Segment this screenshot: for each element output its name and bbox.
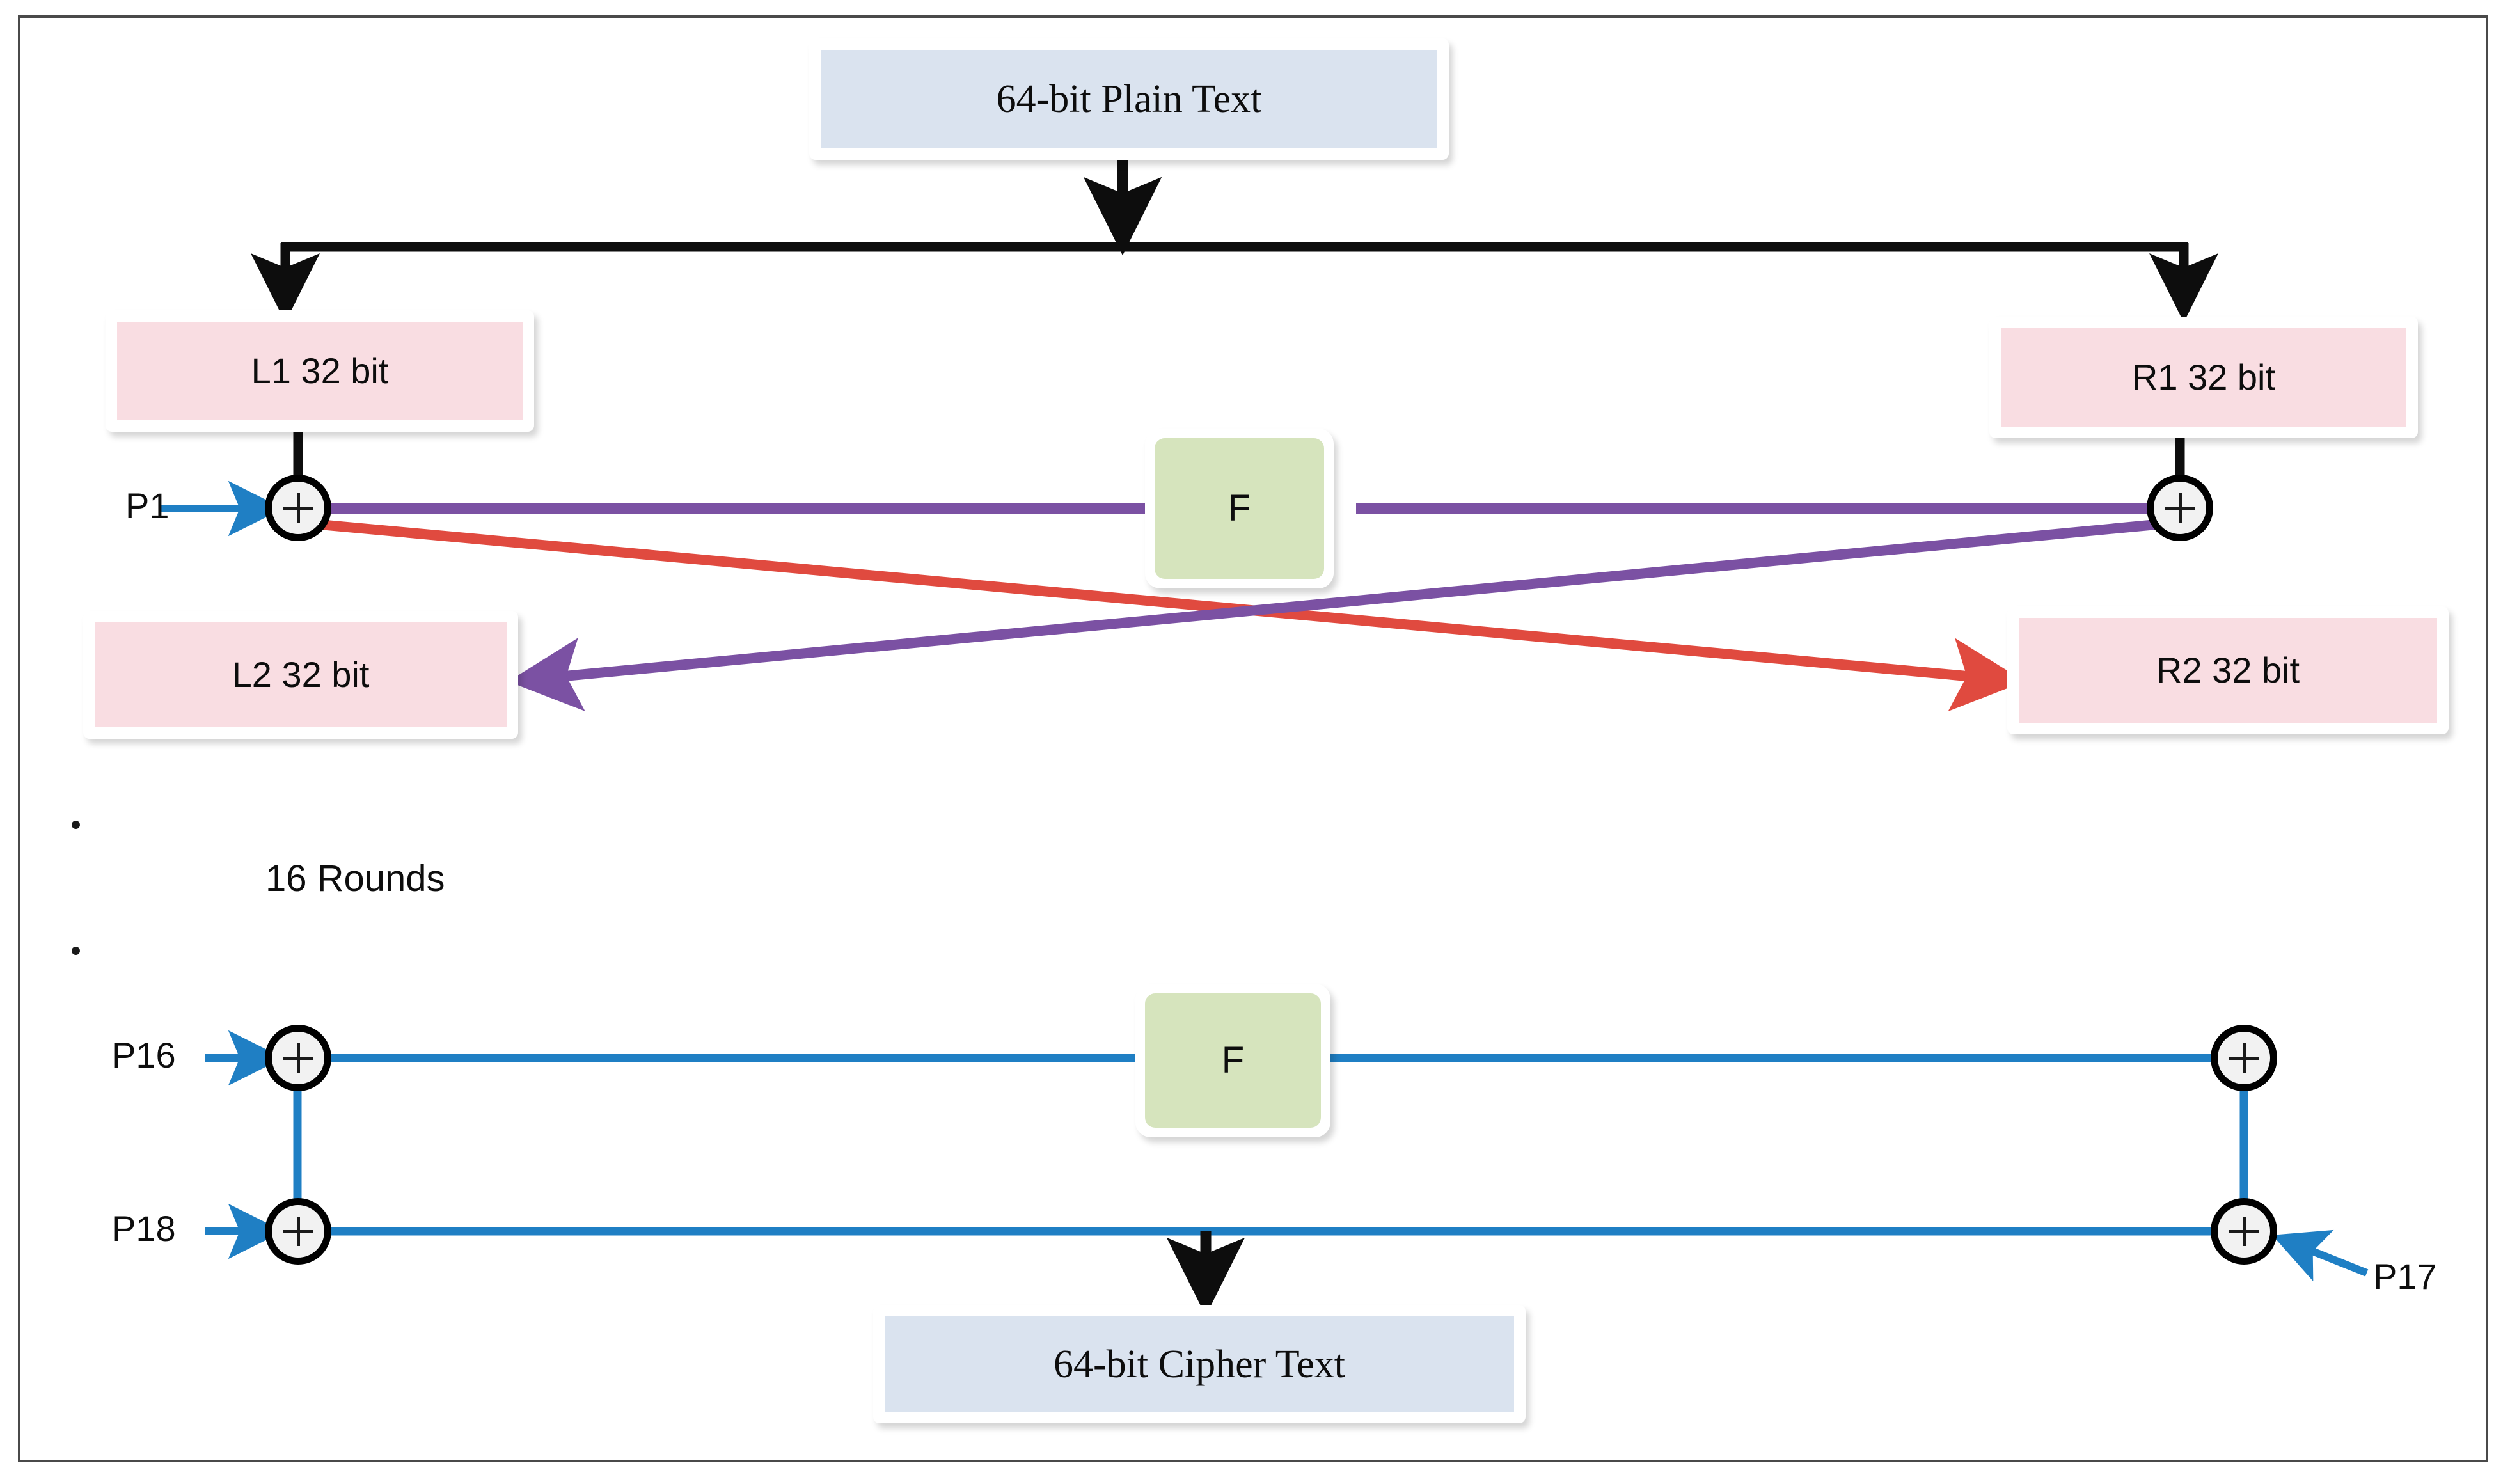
function-round-1-box: F bbox=[1145, 429, 1334, 588]
ellipsis-dot-bottom bbox=[72, 947, 80, 955]
function-round-16-label: F bbox=[1221, 1039, 1245, 1081]
right-half-1-label: R1 32 bit bbox=[2131, 357, 2276, 397]
ciphertext-label: 64-bit Cipher Text bbox=[1053, 1342, 1345, 1386]
ciphertext-box: 64-bit Cipher Text bbox=[873, 1305, 1526, 1423]
ciphertext-box-fill: 64-bit Cipher Text bbox=[885, 1316, 1514, 1412]
xor-round16-right bbox=[2211, 1025, 2277, 1091]
left-half-2-box: L2 32 bit bbox=[83, 611, 518, 739]
function-round-16-box: F bbox=[1135, 984, 1330, 1137]
xor-round1-right bbox=[2147, 475, 2213, 541]
left-half-1-fill: L1 32 bit bbox=[117, 322, 523, 420]
right-half-1-fill: R1 32 bit bbox=[2001, 328, 2406, 427]
xor-round16-left bbox=[265, 1025, 331, 1091]
function-round-1-fill: F bbox=[1155, 438, 1324, 579]
right-half-2-label: R2 32 bit bbox=[2156, 650, 2300, 690]
subkey-label-p17: P17 bbox=[2373, 1256, 2437, 1297]
xor-final-right bbox=[2211, 1198, 2277, 1265]
left-half-2-fill: L2 32 bit bbox=[95, 622, 507, 727]
right-half-2-fill: R2 32 bit bbox=[2019, 618, 2437, 723]
subkey-label-p16: P16 bbox=[112, 1035, 176, 1075]
xor-final-left bbox=[265, 1198, 331, 1265]
left-half-1-label: L1 32 bit bbox=[251, 351, 389, 391]
function-round-16-fill: F bbox=[1145, 993, 1321, 1128]
left-half-1-box: L1 32 bit bbox=[106, 310, 534, 432]
plaintext-label: 64-bit Plain Text bbox=[996, 77, 1262, 121]
plaintext-box-fill: 64-bit Plain Text bbox=[821, 50, 1437, 148]
subkey-label-p18: P18 bbox=[112, 1208, 176, 1249]
plaintext-box: 64-bit Plain Text bbox=[809, 38, 1449, 160]
right-half-2-box: R2 32 bit bbox=[2007, 606, 2449, 734]
xor-round1-left bbox=[265, 475, 331, 541]
right-half-1-box: R1 32 bit bbox=[1989, 317, 2418, 438]
subkey-label-p1: P1 bbox=[125, 485, 170, 526]
left-half-2-label: L2 32 bit bbox=[232, 654, 370, 695]
function-round-1-label: F bbox=[1227, 487, 1251, 529]
ellipsis-dot-top bbox=[72, 821, 80, 829]
diagram-frame-border bbox=[18, 15, 2488, 1462]
rounds-caption-label: 16 Rounds bbox=[265, 858, 445, 899]
